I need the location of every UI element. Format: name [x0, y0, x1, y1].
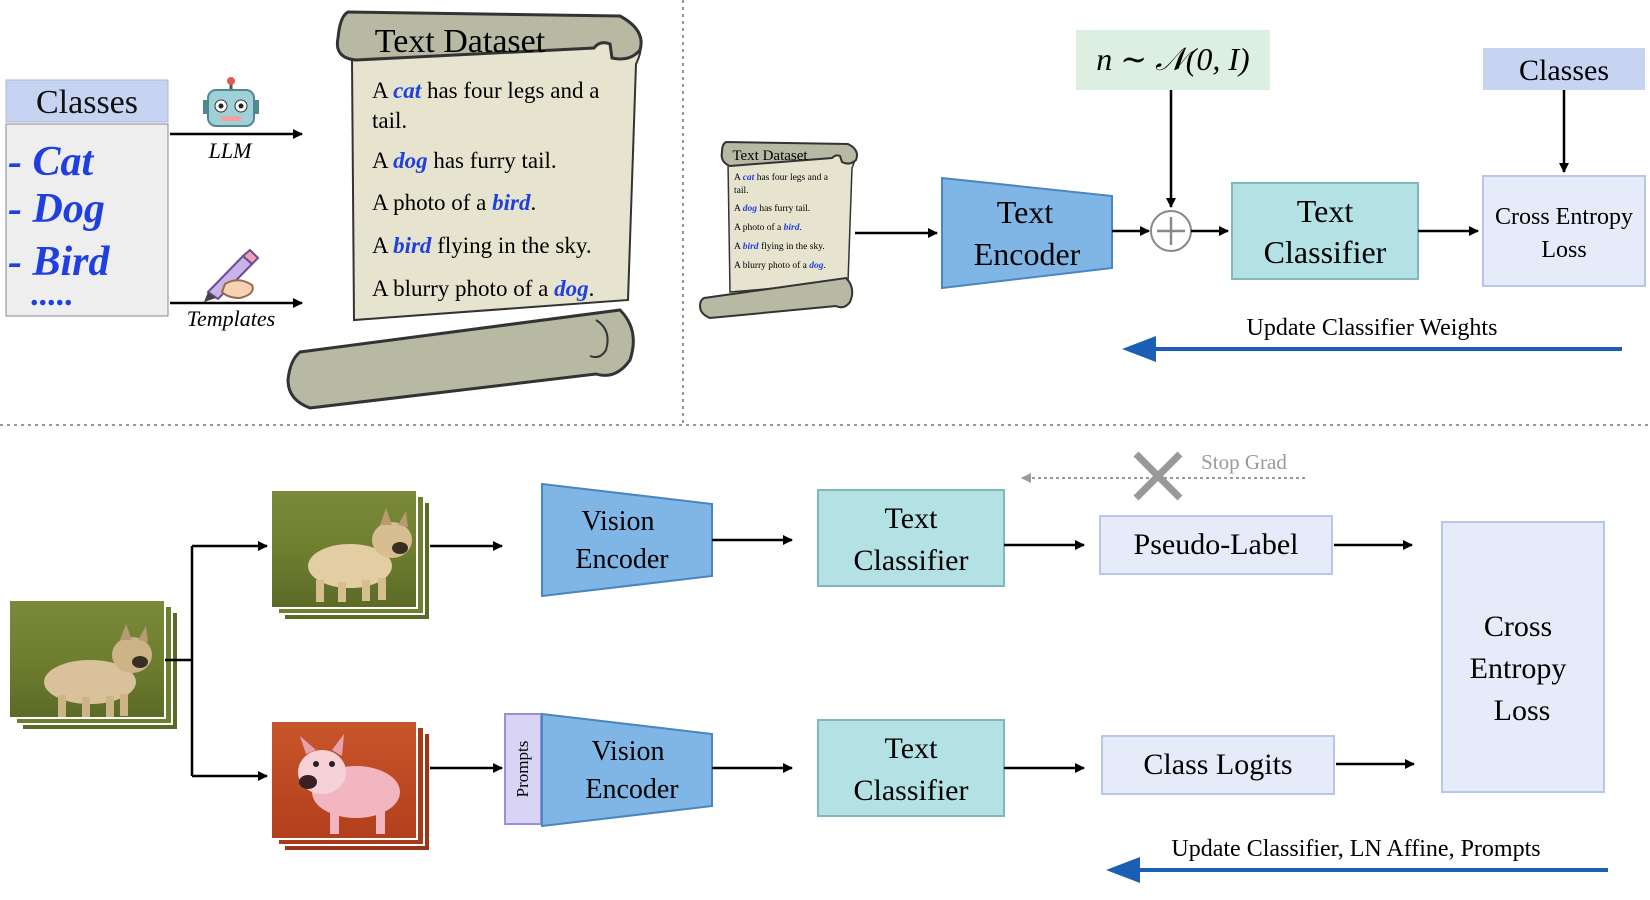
loss-bottom-line2: Entropy: [1470, 652, 1567, 685]
sentence-4: A blurry photo of a dog.: [372, 276, 594, 301]
text-encoder-line2: Encoder: [974, 236, 1081, 272]
mini-dataset-sentences: A cat has four legs and a tail. A dog ha…: [734, 172, 829, 271]
class-item-dog: - Dog: [8, 186, 105, 232]
classes-header: [5, 79, 169, 123]
loss-top-line1: Cross Entropy: [1495, 204, 1633, 230]
classes-box-top-right: [1483, 48, 1645, 90]
class-logits-box: [1101, 735, 1335, 795]
loss-bottom-line1: Cross: [1484, 610, 1552, 643]
dataset-title: Text Dataset: [375, 23, 546, 60]
sentence-2: A photo of a bird.: [372, 190, 536, 215]
cross-icon: [1133, 451, 1183, 501]
writing-hand-icon: [204, 248, 260, 302]
text-classifier-upper: [817, 489, 1005, 587]
vision-encoder-upper-line2: Encoder: [575, 544, 669, 575]
noise-formula: n ∼ 𝒩(0, I): [1096, 41, 1249, 77]
mini-sentence-4: A blurry photo of a dog.: [734, 260, 826, 271]
vision-encoder-lower: [541, 712, 713, 828]
prompts-label: Prompts: [513, 741, 532, 798]
text-classifier-lower-line1: Text: [885, 732, 939, 765]
mini-dataset-scroll: [698, 140, 858, 320]
text-classifier-upper-line1: Text: [885, 502, 939, 535]
cross-entropy-loss-top: [1482, 175, 1646, 287]
sentence-1: A dog has furry tail.: [372, 148, 557, 173]
robot-icon: [203, 77, 259, 127]
loss-bottom-line3: Loss: [1494, 694, 1551, 727]
mini-sentence-0: A cat has four legs and a: [734, 172, 829, 183]
text-dataset-scroll: [286, 10, 643, 410]
sentence-3: A bird flying in the sky.: [372, 233, 592, 258]
classes-list: [5, 123, 169, 317]
update-bottom-label: Update Classifier, LN Affine, Prompts: [1171, 836, 1540, 862]
strong-augmented-image: [270, 720, 431, 852]
class-item-ellipsis: .....: [30, 276, 73, 313]
pseudo-label-box: [1099, 515, 1333, 575]
text-encoder-line1: Text: [997, 194, 1054, 230]
vision-encoder-lower-line1: Vision: [592, 736, 665, 767]
update-weights-label: Update Classifier Weights: [1247, 315, 1498, 341]
text-classifier-top-line2: Classifier: [1264, 234, 1387, 270]
sentence-0-cont: tail.: [372, 108, 407, 133]
vision-encoder-upper-line1: Vision: [582, 506, 655, 537]
mini-sentence-1: A dog has furry tail.: [734, 203, 810, 214]
update-weights-arrowhead: [1122, 336, 1156, 362]
text-classifier-upper-line2: Classifier: [854, 544, 969, 577]
update-bottom-arrowhead: [1106, 857, 1140, 883]
weak-augmented-image: [270, 489, 431, 621]
text-classifier-lower: [817, 719, 1005, 817]
text-classifier-lower-line2: Classifier: [854, 774, 969, 807]
templates-label: Templates: [187, 306, 275, 331]
input-image: [8, 599, 179, 731]
classes-header-label: Classes: [36, 84, 138, 121]
mini-sentence-3: A bird flying in the sky.: [734, 241, 825, 252]
vision-encoder-lower-line2: Encoder: [585, 774, 679, 805]
text-classifier-top-line1: Text: [1297, 193, 1354, 229]
sentence-0: A cat has four legs and a: [372, 78, 599, 103]
pseudo-label-text: Pseudo-Label: [1134, 528, 1299, 561]
vision-encoder-upper: [541, 482, 713, 598]
mini-sentence-0-cont: tail.: [734, 186, 749, 196]
classes-box-top-right-label: Classes: [1519, 54, 1609, 87]
mini-dataset-title: Text Dataset: [732, 148, 808, 164]
class-logits-text: Class Logits: [1143, 748, 1292, 781]
mini-sentence-2: A photo of a bird.: [734, 222, 802, 233]
stop-grad-label: Stop Grad: [1201, 450, 1287, 474]
class-item-bird: - Bird: [8, 239, 111, 285]
cross-entropy-loss-bottom: [1441, 521, 1605, 793]
loss-top-line2: Loss: [1541, 237, 1586, 263]
dataset-sentences: A cat has four legs and a tail. A dog ha…: [372, 78, 599, 301]
noise-box: [1076, 30, 1270, 90]
class-item-cat: - Cat: [8, 139, 95, 185]
prompts-box: [504, 713, 542, 825]
llm-label: LLM: [208, 138, 253, 163]
circled-plus-icon: [1150, 210, 1192, 252]
text-encoder: [941, 176, 1113, 290]
